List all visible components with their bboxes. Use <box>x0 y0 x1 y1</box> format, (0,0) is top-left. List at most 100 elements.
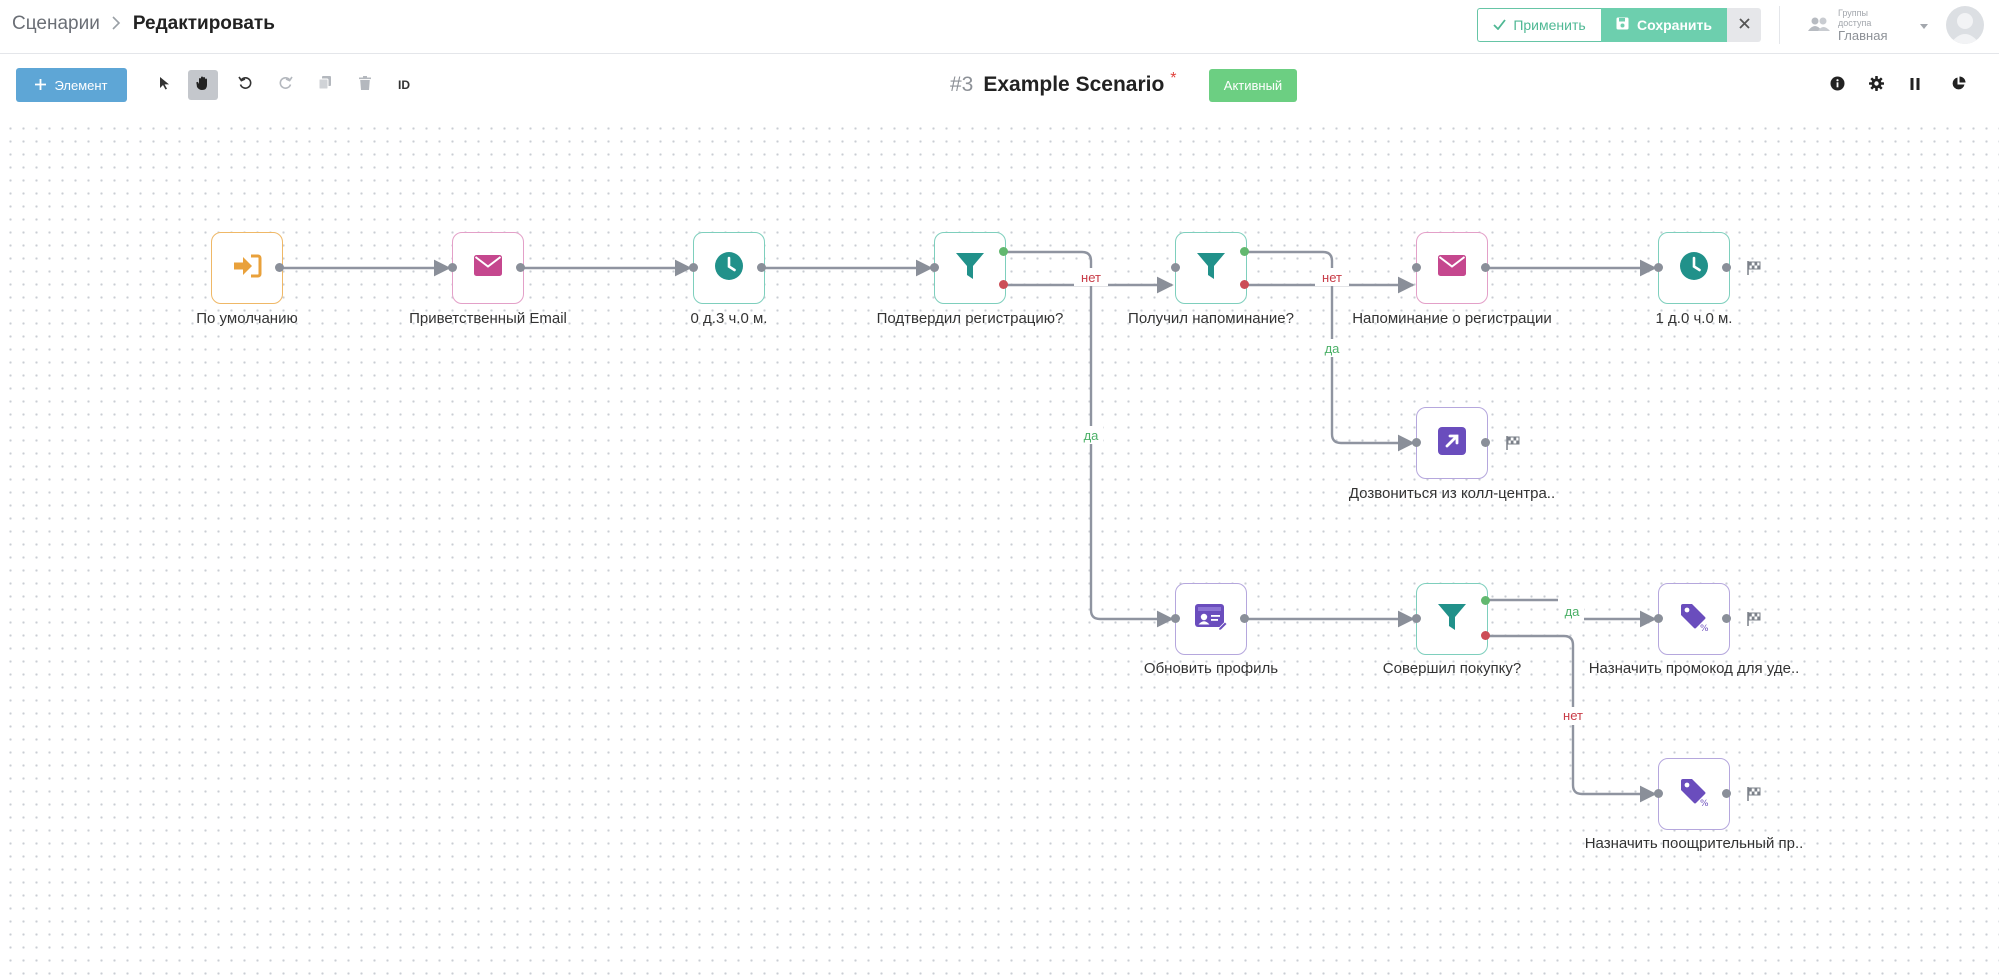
node-made-purchase-yes-port[interactable] <box>1481 596 1490 605</box>
close-button[interactable] <box>1727 8 1761 42</box>
pan-tool-button[interactable] <box>188 70 218 100</box>
status-active-button[interactable]: Активный <box>1209 69 1297 102</box>
node-confirmed-registration-input-port[interactable] <box>930 263 939 272</box>
scenario-number: #3 <box>950 73 974 96</box>
toggle-id-button[interactable]: ID <box>389 70 419 100</box>
edge-label-no: нет <box>1322 270 1342 285</box>
node-welcome-email[interactable] <box>452 232 524 304</box>
funnel-icon <box>955 252 985 285</box>
settings-button[interactable] <box>1864 74 1888 98</box>
node-made-purchase[interactable] <box>1416 583 1488 655</box>
node-reminder-email-label: Напоминание о регистрации <box>1352 310 1552 327</box>
sign-in-icon <box>232 254 262 283</box>
node-assign-reward-input-port[interactable] <box>1654 789 1663 798</box>
plus-icon <box>35 78 47 93</box>
finish-flag-icon <box>1746 611 1762 627</box>
node-reminder-email[interactable] <box>1416 232 1488 304</box>
undo-button[interactable] <box>230 70 260 100</box>
access-group-value: Главная <box>1838 27 1888 43</box>
node-start-output-port[interactable] <box>275 263 284 272</box>
access-group-selector[interactable]: Группы доступа Главная <box>1808 8 1928 44</box>
node-call-center[interactable] <box>1416 407 1488 479</box>
node-call-center-output-port[interactable] <box>1481 438 1490 447</box>
chart-pie-icon <box>1951 76 1966 96</box>
node-update-profile-label: Обновить профиль <box>1143 660 1279 677</box>
cursor-icon <box>159 76 170 95</box>
caret-down-icon <box>1920 21 1928 31</box>
node-reminder-email-output-port[interactable] <box>1481 263 1490 272</box>
users-icon <box>1808 16 1830 37</box>
copy-icon <box>318 75 332 95</box>
save-button[interactable]: Сохранить <box>1601 8 1727 42</box>
node-got-reminder-no-port[interactable] <box>1240 280 1249 289</box>
node-wait-2-output-port[interactable] <box>1722 263 1731 272</box>
floppy-disk-icon <box>1616 17 1629 33</box>
external-link-icon <box>1438 426 1466 460</box>
finish-flag-icon <box>1746 786 1762 802</box>
copy-button[interactable] <box>310 70 340 100</box>
node-wait-2[interactable] <box>1658 232 1730 304</box>
node-wait-1[interactable] <box>693 232 765 304</box>
access-group-label: Группы доступа <box>1838 7 1872 28</box>
tag-icon: % <box>1679 602 1709 637</box>
node-reminder-email-input-port[interactable] <box>1412 263 1421 272</box>
scenario-title: #3 Example Scenario * <box>950 70 1177 97</box>
node-wait-2-input-port[interactable] <box>1654 263 1663 272</box>
node-welcome-email-output-port[interactable] <box>516 263 525 272</box>
scenario-name[interactable]: Example Scenario <box>983 73 1165 96</box>
id-card-icon <box>1195 603 1228 635</box>
node-got-reminder-yes-port[interactable] <box>1240 247 1249 256</box>
node-assign-promocode-output-port[interactable] <box>1722 614 1731 623</box>
edge-label-yes: да <box>1084 428 1100 443</box>
node-got-reminder-input-port[interactable] <box>1171 263 1180 272</box>
node-wait-1-output-port[interactable] <box>757 263 766 272</box>
redo-icon <box>278 75 293 95</box>
node-update-profile-output-port[interactable] <box>1240 614 1249 623</box>
delete-button[interactable] <box>350 70 380 100</box>
node-assign-reward-output-port[interactable] <box>1722 789 1731 798</box>
edge-label-no: нет <box>1563 708 1583 723</box>
statistics-button[interactable] <box>1946 74 1970 98</box>
node-wait-1-input-port[interactable] <box>689 263 698 272</box>
svg-text:%: % <box>1700 624 1709 632</box>
node-update-profile-input-port[interactable] <box>1171 614 1180 623</box>
node-update-profile[interactable] <box>1175 583 1247 655</box>
node-start[interactable] <box>211 232 283 304</box>
node-confirmed-registration-yes-port[interactable] <box>999 247 1008 256</box>
avatar[interactable] <box>1946 6 1984 44</box>
node-confirmed-registration-no-port[interactable] <box>999 280 1008 289</box>
edge-purchase-yes[interactable] <box>1486 598 1655 619</box>
clock-icon <box>714 251 744 286</box>
undo-icon <box>237 75 253 95</box>
svg-text:%: % <box>1700 799 1709 807</box>
clock-icon <box>1679 251 1709 286</box>
node-wait-2-label: 1 д.0 ч.0 м. <box>1655 310 1733 327</box>
info-button[interactable] <box>1825 74 1849 98</box>
node-assign-reward[interactable]: % <box>1658 758 1730 830</box>
pause-icon <box>1910 77 1920 95</box>
node-confirmed-registration[interactable] <box>934 232 1006 304</box>
node-assign-promocode[interactable]: % <box>1658 583 1730 655</box>
node-welcome-email-input-port[interactable] <box>448 263 457 272</box>
node-wait-1-label: 0 д.3 ч.0 м. <box>690 310 768 327</box>
node-got-reminder[interactable] <box>1175 232 1247 304</box>
add-element-button[interactable]: Элемент <box>16 68 127 102</box>
page-title: Редактировать <box>132 13 275 34</box>
node-call-center-label: Дозвониться из колл-центра.. <box>1348 485 1556 502</box>
node-assign-promocode-label: Назначить промокод для уде.. <box>1588 660 1800 677</box>
node-got-reminder-label: Получил напоминание? <box>1128 310 1294 327</box>
node-assign-promocode-input-port[interactable] <box>1654 614 1663 623</box>
pause-button[interactable] <box>1903 74 1927 98</box>
select-tool-button[interactable] <box>149 70 179 100</box>
editor-toolbar: Элемент ID #3 Example Scenario * <box>0 54 1999 118</box>
save-label: Сохранить <box>1637 17 1712 33</box>
node-made-purchase-no-port[interactable] <box>1481 631 1490 640</box>
redo-button[interactable] <box>270 70 300 100</box>
finish-flag-icon <box>1746 260 1762 276</box>
node-assign-reward-label: Назначить поощрительный пр.. <box>1584 835 1804 852</box>
breadcrumb-scenarios-link[interactable]: Сценарии <box>12 13 100 34</box>
node-call-center-input-port[interactable] <box>1412 438 1421 447</box>
apply-button[interactable]: Применить <box>1477 8 1601 42</box>
node-made-purchase-input-port[interactable] <box>1412 614 1421 623</box>
